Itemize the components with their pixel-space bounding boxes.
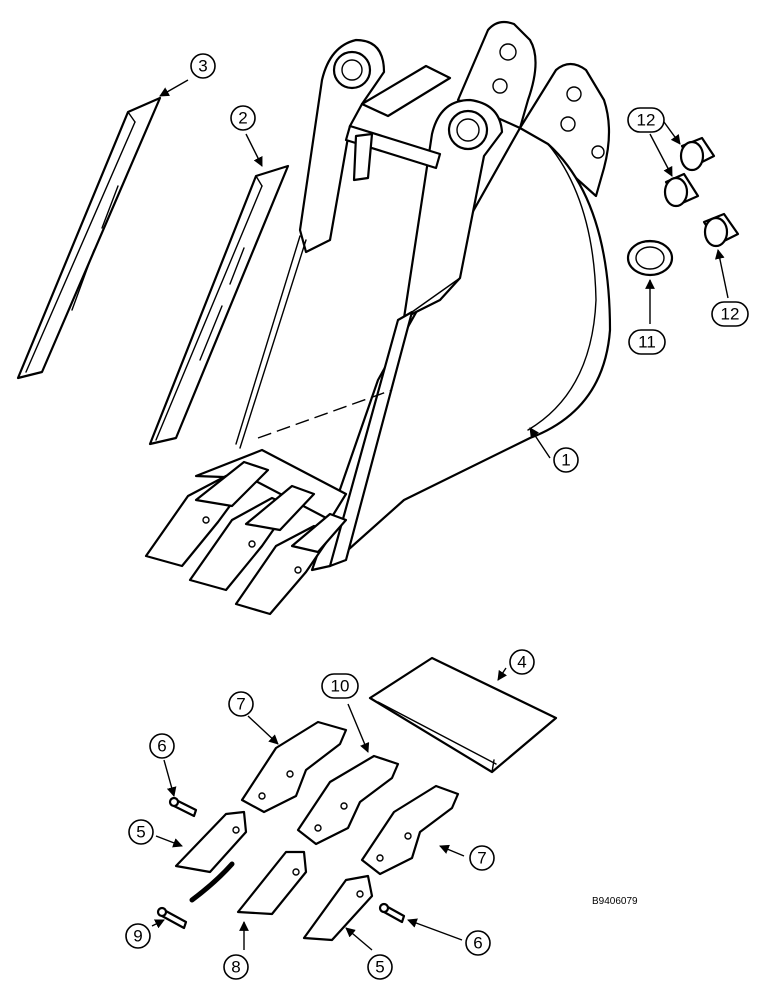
cutting-edge-plate (368, 656, 558, 774)
side-cutter-right (148, 164, 290, 446)
callout-12-top: 12 (627, 107, 665, 133)
callout-5-left-label: 5 (136, 823, 145, 842)
callout-5-left: 5 (128, 819, 154, 845)
callout-9: 9 (125, 923, 151, 949)
tooth-adapter-center (296, 754, 400, 846)
callout-5-right: 5 (367, 954, 393, 980)
bushing-12-mid (663, 172, 700, 208)
callout-6-right: 6 (465, 930, 491, 956)
callout-2-label: 2 (238, 109, 247, 128)
side-cutter-left (16, 96, 162, 380)
callout-10-label: 10 (331, 677, 350, 696)
callout-7-left: 7 (228, 691, 254, 717)
callout-12-top-label: 12 (637, 111, 656, 130)
tooth-tip-center (236, 850, 308, 916)
retainer-pin-left (168, 796, 198, 818)
callout-3: 3 (190, 53, 216, 79)
callout-1-label: 1 (561, 451, 570, 470)
callout-11-label: 11 (638, 333, 656, 352)
bucket-teeth (144, 460, 348, 616)
callout-12-right-label: 12 (721, 305, 740, 324)
callout-5-right-label: 5 (375, 958, 384, 977)
callout-6-left-label: 6 (157, 737, 166, 756)
callout-6-right-label: 6 (473, 934, 482, 953)
retainer-pin-right (378, 902, 406, 924)
bushing-11 (626, 239, 674, 277)
retainer-9 (156, 861, 235, 930)
bucket-body (194, 20, 612, 572)
callout-10: 10 (321, 673, 359, 699)
callout-6-left: 6 (149, 733, 175, 759)
callout-9-label: 9 (133, 927, 142, 946)
callout-7-right-label: 7 (477, 849, 486, 868)
callout-11: 11 (628, 329, 666, 355)
callout-4: 4 (509, 649, 535, 675)
bushing-12-right (702, 212, 740, 248)
tooth-adapter-right (360, 784, 460, 876)
callout-7-left-label: 7 (236, 695, 245, 714)
callout-2: 2 (230, 105, 256, 131)
callout-1: 1 (553, 447, 579, 473)
callout-7-right: 7 (469, 845, 495, 871)
tooth-tip-right (302, 874, 374, 942)
callout-8: 8 (223, 954, 249, 980)
callout-12-right: 12 (711, 301, 749, 327)
callout-8-label: 8 (231, 958, 240, 977)
callout-3-label: 3 (198, 57, 207, 76)
tooth-tip-left (174, 810, 248, 874)
tooth-adapter-left (240, 720, 348, 814)
leader-lines (151, 79, 729, 951)
figure-reference-id: B9406079 (592, 896, 638, 907)
callout-4-label: 4 (517, 653, 526, 672)
bushing-12-top (679, 136, 716, 172)
